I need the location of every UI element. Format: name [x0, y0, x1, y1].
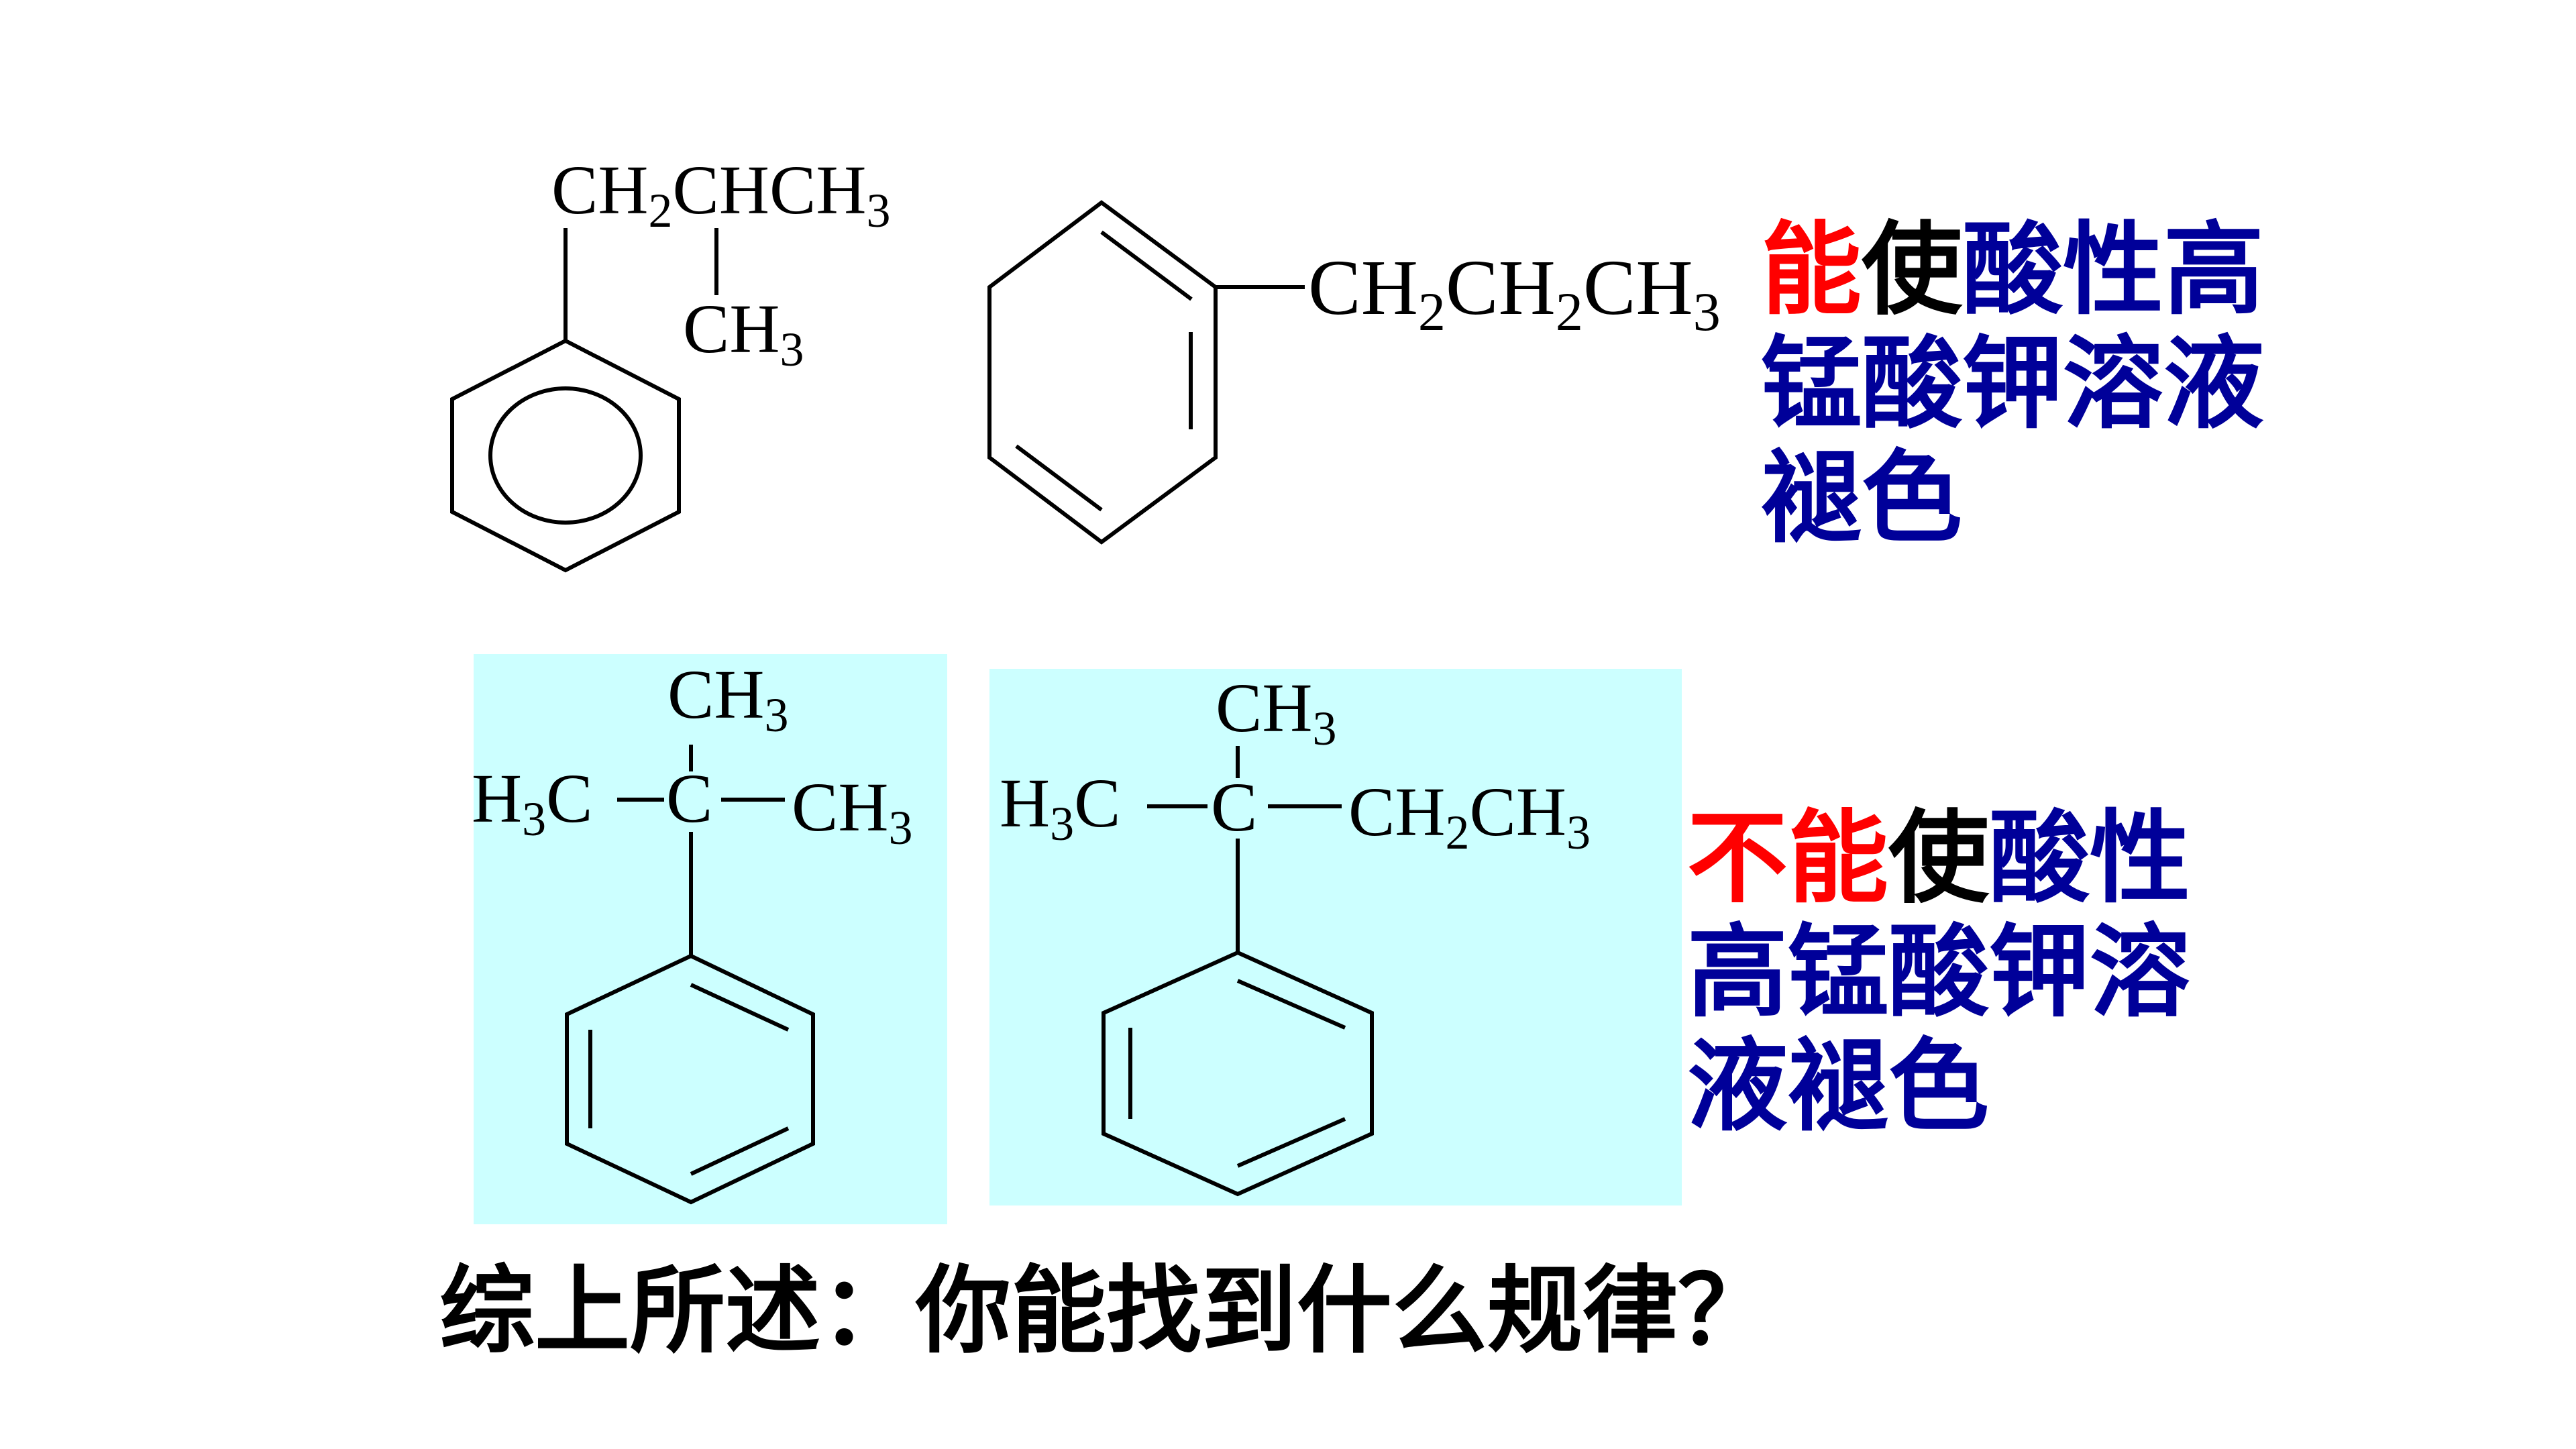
propyl-chain: CH2CH2CH3: [1308, 244, 1721, 342]
tbutyl-left-methyl: H3C: [472, 760, 592, 846]
tpentyl-top-methyl: CH3: [1216, 669, 1336, 755]
tpentyl-left-methyl: H3C: [1000, 765, 1120, 851]
statement-rest: 酸性高锰酸钾溶液褪色: [1687, 800, 2191, 1145]
benzene-ring: [1102, 950, 1374, 1197]
statement-cannot-decolorize: 不能使酸性高锰酸钾溶液褪色: [1687, 802, 2197, 1144]
inner-double-bond-3: [1236, 1117, 1346, 1168]
aromatic-circle: [488, 386, 643, 525]
structure-isobutylbenzene: [450, 228, 718, 573]
tbutyl-right-methyl: CH3: [792, 769, 912, 855]
tbutyl-center-carbon: C: [666, 760, 712, 837]
inner-double-bond-3: [690, 1126, 790, 1176]
statement-can-decolorize: 能使酸性高锰酸钾溶液褪色: [1761, 213, 2271, 555]
inner-double-bond-1: [690, 983, 790, 1032]
summary-question: 综上所述：你能找到什么规律？: [439, 1256, 1773, 1366]
tpentyl-center-carbon: C: [1211, 769, 1257, 846]
tpentyl-right-ethyl: CH2CH3: [1348, 773, 1591, 859]
isobutyl-branch-methyl: CH3: [683, 290, 804, 376]
verb-make: 使: [1888, 800, 1990, 917]
benzene-ring: [565, 953, 815, 1205]
inner-double-bond-3: [1015, 444, 1103, 512]
inner-double-bond-1: [1236, 979, 1346, 1030]
structure-tert-butylbenzene: [565, 745, 815, 1205]
verb-make: 使: [1862, 212, 1963, 329]
structure-propylbenzene: [987, 200, 1305, 545]
keyword-can: 能: [1761, 212, 1862, 329]
structure-tert-pentylbenzene: [1102, 746, 1374, 1197]
inner-double-bond-1: [1100, 230, 1193, 301]
benzene-ring: [987, 200, 1218, 545]
isobutyl-main-chain: CH2CHCH3: [551, 152, 890, 237]
statement-rest: 酸性高锰酸钾溶液褪色: [1761, 212, 2265, 557]
highlight-box-tert-butylbenzene: [474, 654, 947, 1224]
keyword-cannot: 不能: [1687, 800, 1889, 917]
tbutyl-top-methyl: CH3: [667, 656, 788, 742]
benzene-ring: [450, 338, 681, 573]
